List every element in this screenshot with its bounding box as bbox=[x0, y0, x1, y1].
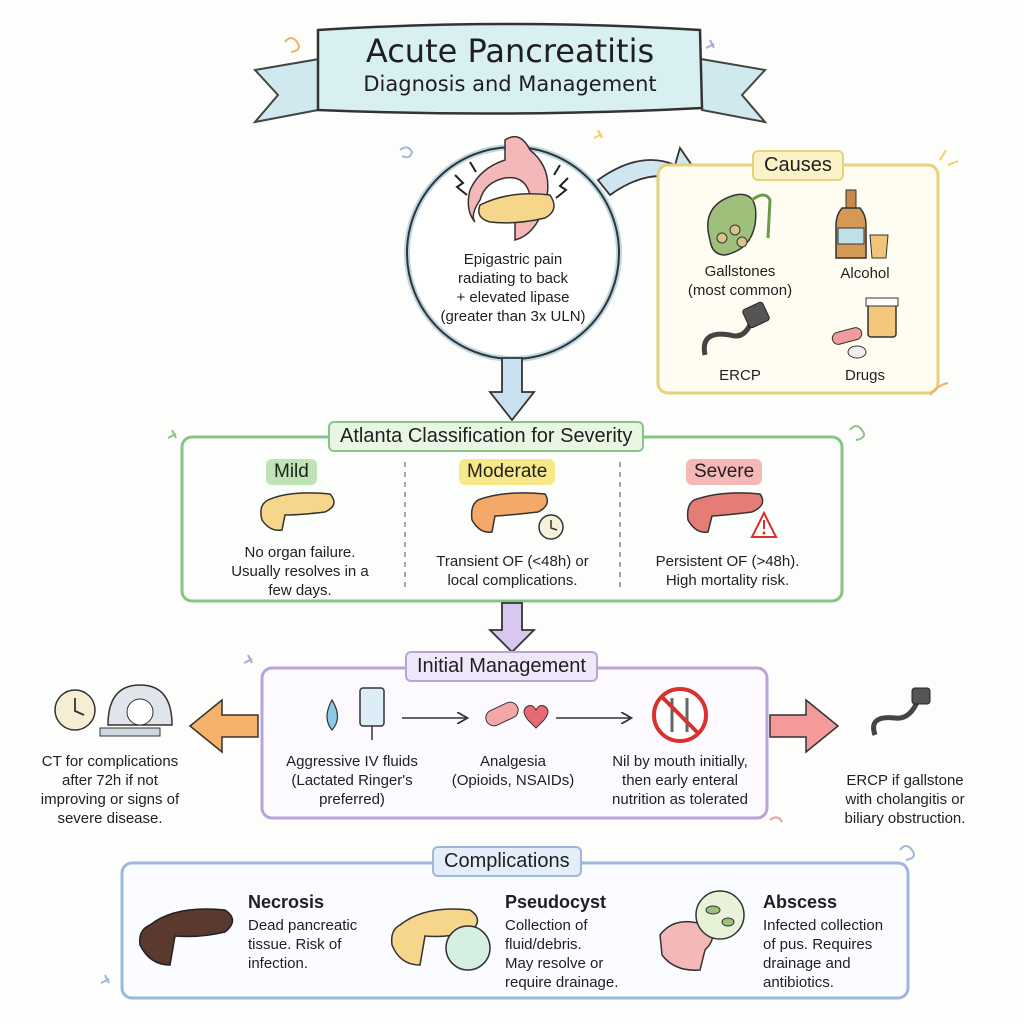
arrow-to-ercp bbox=[769, 698, 840, 754]
ercp-note-line: with cholangitis or bbox=[845, 791, 965, 808]
presentation-circle bbox=[404, 135, 622, 362]
complication-line: infection. bbox=[248, 955, 309, 972]
cause-label: Gallstones bbox=[704, 263, 776, 280]
mild-pancreas-icon bbox=[260, 492, 335, 532]
pseudocyst-icon bbox=[390, 908, 491, 971]
management-step-analgesia: Analgesia (Opioids, NSAIDs) bbox=[438, 752, 588, 790]
cause-sublabel: (most common) bbox=[687, 282, 793, 299]
complication-line: require drainage. bbox=[505, 974, 619, 991]
management-line: then early enteral bbox=[622, 772, 738, 789]
ct-note: CT for complications after 72h if not im… bbox=[30, 752, 190, 828]
complication-pseudocyst-title: Pseudocyst bbox=[505, 892, 607, 912]
severity-line: High mortality risk. bbox=[665, 572, 790, 589]
severity-moderate-text: Transient OF (<48h) or local complicatio… bbox=[415, 552, 610, 590]
arrow-to-ct bbox=[188, 698, 259, 754]
gallbladder-icon bbox=[707, 193, 772, 256]
severity-mild-badge: Mild bbox=[266, 459, 317, 485]
ercp-note-line: ERCP if gallstone bbox=[846, 772, 964, 789]
complication-necrosis-text: Dead pancreatic tissue. Risk of infectio… bbox=[248, 916, 388, 973]
complication-line: drainage and bbox=[763, 955, 851, 972]
management-line: Aggressive IV fluids bbox=[286, 753, 418, 770]
cause-alcohol: Alcohol bbox=[840, 265, 890, 282]
ercp-endoscope-icon bbox=[871, 687, 931, 736]
severity-severe-badge: Severe bbox=[686, 459, 763, 485]
complication-pseudocyst-text: Collection of fluid/debris. May resolve … bbox=[505, 916, 645, 992]
complication-line: tissue. Risk of bbox=[248, 936, 342, 953]
necrosis-icon bbox=[138, 908, 234, 966]
severity-moderate-badge: Moderate bbox=[459, 459, 556, 485]
management-line: (Lactated Ringer's bbox=[291, 772, 413, 789]
management-line: nutrition as tolerated bbox=[612, 791, 748, 808]
complication-line: fluid/debris. bbox=[505, 936, 582, 953]
no-eating-icon bbox=[652, 687, 708, 743]
severity-line: local complications. bbox=[447, 572, 578, 589]
severity-mild-text: No organ failure. Usually resolves in a … bbox=[205, 543, 395, 600]
cause-drugs: Drugs bbox=[844, 367, 885, 384]
presentation-text: Epigastric pain radiating to back + elev… bbox=[433, 250, 593, 326]
complication-abscess-title: Abscess bbox=[763, 892, 838, 912]
decorative-doodles bbox=[100, 37, 959, 984]
presentation-line: (greater than 3x ULN) bbox=[440, 308, 586, 325]
presentation-line: Epigastric pain bbox=[463, 251, 563, 268]
management-step-nutrition: Nil by mouth initially, then early enter… bbox=[595, 752, 765, 809]
severity-header: Atlanta Classification for Severity bbox=[328, 421, 645, 452]
cause-ercp: ERCP bbox=[719, 367, 761, 384]
complication-line: May resolve or bbox=[505, 955, 604, 972]
severity-severe-text: Persistent OF (>48h). High mortality ris… bbox=[630, 552, 825, 590]
page-title: Acute Pancreatitis bbox=[365, 32, 655, 70]
ct-note-line: severe disease. bbox=[57, 810, 163, 827]
ercp-note: ERCP if gallstone with cholangitis or bi… bbox=[830, 771, 980, 828]
moderate-pancreas-icon bbox=[470, 492, 564, 540]
severity-line: Usually resolves in a bbox=[231, 563, 369, 580]
iv-drip-icon bbox=[326, 687, 385, 740]
complication-line: antibiotics. bbox=[763, 974, 834, 991]
management-line: (Opioids, NSAIDs) bbox=[451, 772, 575, 789]
cause-gallstones: Gallstones (most common) bbox=[680, 262, 800, 300]
management-header: Initial Management bbox=[405, 651, 598, 682]
ct-note-line: CT for complications bbox=[41, 753, 179, 770]
bottle-icon bbox=[835, 189, 889, 259]
complication-line: Dead pancreatic bbox=[248, 917, 358, 934]
management-step-fluids: Aggressive IV fluids (Lactated Ringer's … bbox=[272, 752, 432, 809]
severity-line: Transient OF (<48h) or bbox=[436, 553, 589, 570]
endoscope-icon bbox=[701, 301, 770, 356]
abscess-icon bbox=[659, 890, 745, 971]
complication-line: Collection of bbox=[505, 917, 588, 934]
severity-line: No organ failure. bbox=[244, 544, 356, 561]
presentation-line: + elevated lipase bbox=[456, 289, 570, 306]
complications-header: Complications bbox=[432, 846, 582, 877]
ercp-note-line: biliary obstruction. bbox=[844, 810, 966, 827]
ct-note-line: improving or signs of bbox=[40, 791, 180, 808]
pills-icon bbox=[831, 297, 899, 359]
arrow-to-severity bbox=[488, 357, 536, 422]
ct-note-line: after 72h if not bbox=[62, 772, 158, 789]
severity-line: Persistent OF (>48h). bbox=[655, 553, 800, 570]
complication-abscess-text: Infected collection of pus. Requires dra… bbox=[763, 916, 903, 992]
ct-scanner-icon bbox=[54, 684, 173, 737]
page-subtitle: Diagnosis and Management bbox=[363, 72, 657, 96]
complication-line: Infected collection bbox=[763, 917, 884, 934]
capsule-heart-icon bbox=[485, 701, 549, 729]
management-line: Nil by mouth initially, bbox=[612, 753, 748, 770]
severe-pancreas-icon bbox=[686, 492, 778, 538]
causes-header: Causes bbox=[752, 150, 844, 181]
management-line: Analgesia bbox=[480, 753, 546, 770]
management-line: preferred) bbox=[319, 791, 385, 808]
arrow-to-management bbox=[487, 602, 537, 654]
complication-necrosis-title: Necrosis bbox=[248, 892, 325, 912]
presentation-line: radiating to back bbox=[457, 270, 569, 287]
title-banner bbox=[252, 22, 768, 124]
complication-line: of pus. Requires bbox=[763, 936, 873, 953]
severity-line: few days. bbox=[268, 582, 332, 599]
